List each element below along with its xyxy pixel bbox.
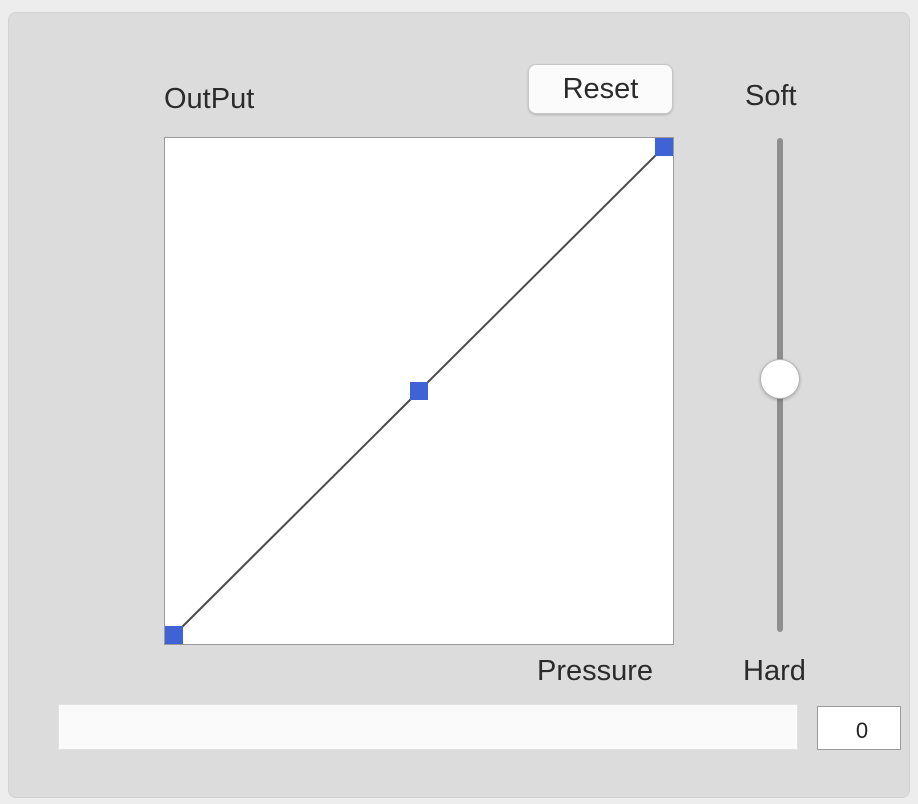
pressure-value-field: 0: [817, 706, 901, 750]
pressure-meter-bar: [58, 704, 798, 750]
firmness-slider-thumb[interactable]: [760, 359, 800, 399]
curve-control-point-2[interactable]: [655, 138, 673, 156]
reset-button[interactable]: Reset: [528, 64, 673, 114]
curve-control-point-0[interactable]: [165, 626, 183, 644]
soft-label: Soft: [745, 80, 797, 112]
pressure-axis-label: Pressure: [537, 655, 654, 687]
hard-label: Hard: [743, 655, 806, 687]
pressure-curve-graph[interactable]: [165, 138, 673, 644]
output-axis-label: OutPut: [164, 83, 255, 115]
pressure-curve-editor[interactable]: [164, 137, 674, 645]
curve-control-point-1[interactable]: [410, 382, 428, 400]
